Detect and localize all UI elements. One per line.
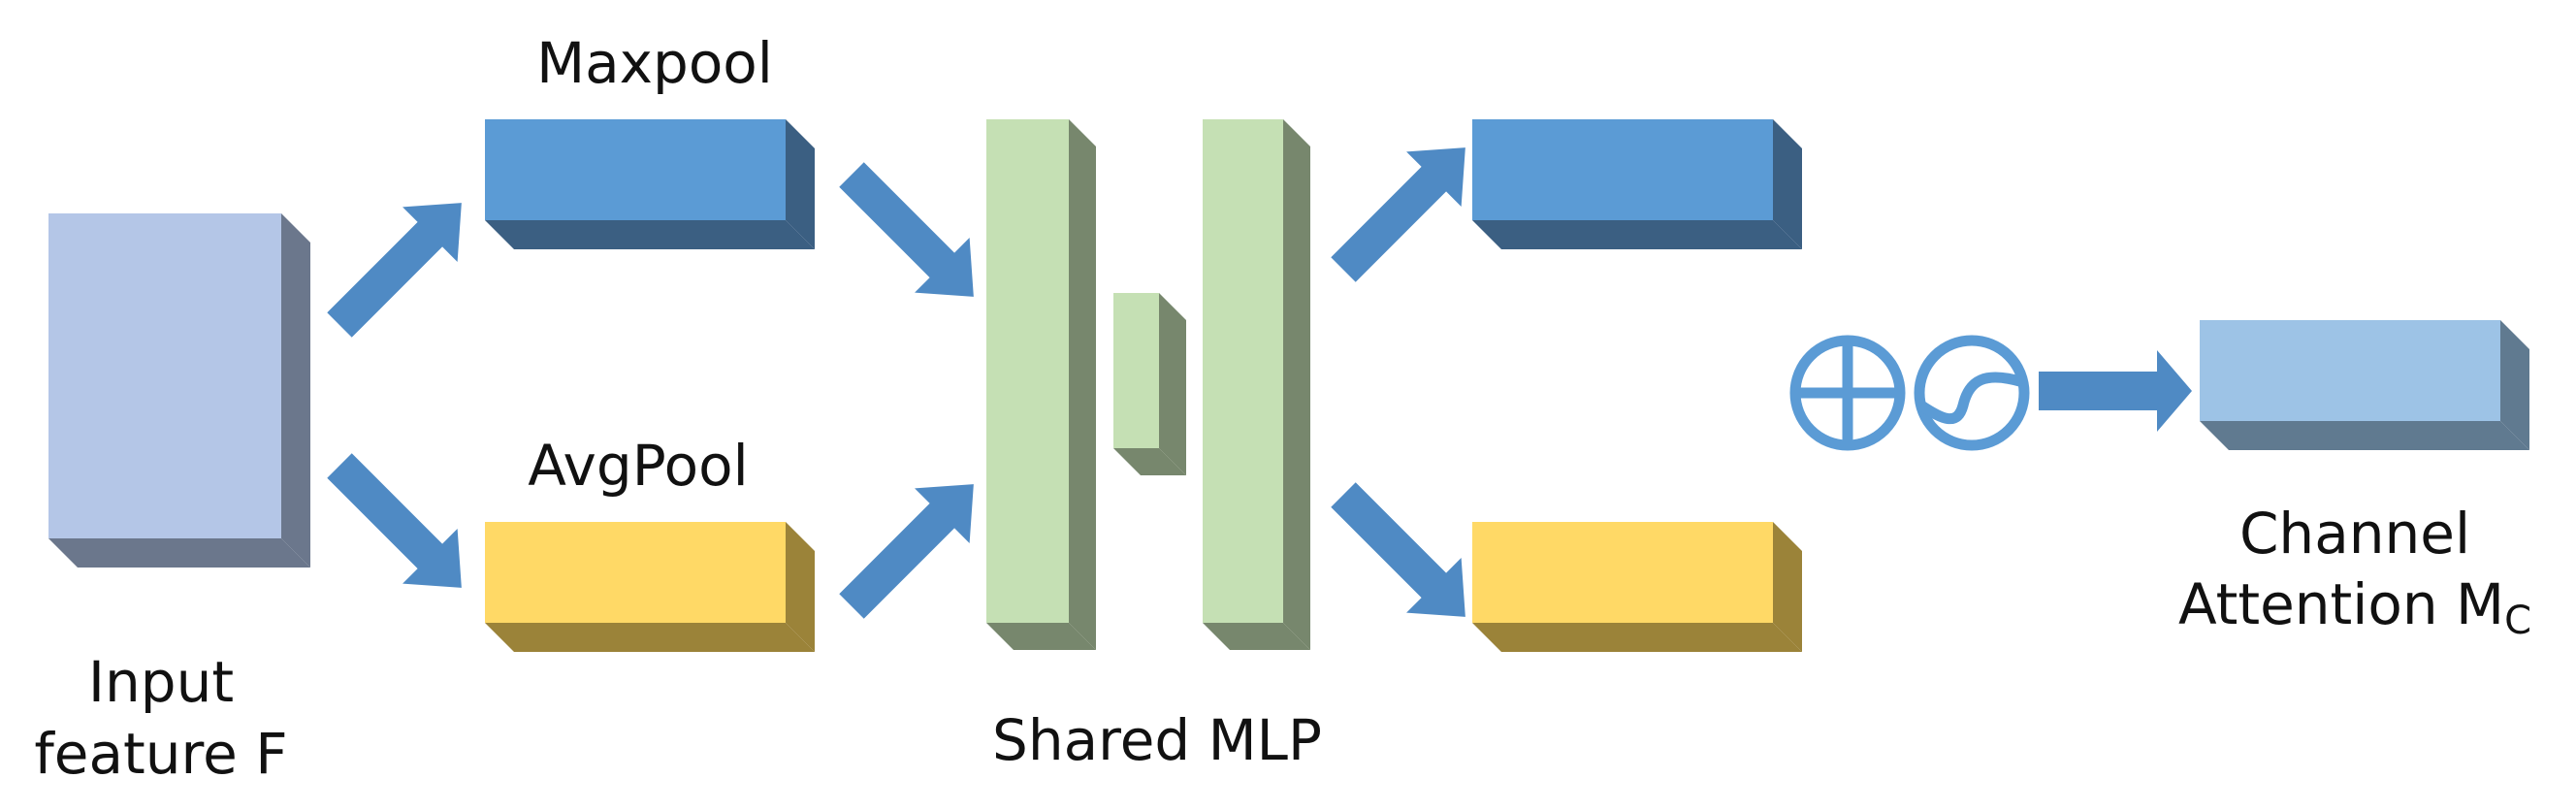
shared-mlp-layer-2-face [1203,119,1283,623]
channel-attention-label-line2: Attention MC [2178,571,2531,643]
channel-attention-block-side [2500,320,2529,450]
mlp-output-avg-block [1472,522,1802,652]
arrow-avgpool-to-mlp [839,484,974,619]
maxpool-block-face [485,119,786,220]
mlp-output-max-block-bottom [1472,220,1802,249]
input-feature-block-bottom [48,538,310,568]
input-label-line2: feature F [34,721,287,787]
channel-attention-block [2200,320,2529,450]
mlp-output-max-block-side [1773,119,1802,249]
sigmoid-operator-icon-curve [1917,372,2025,425]
sigmoid-operator-icon-ring [1914,335,2030,451]
input-feature-block [48,213,310,568]
flow-arrows [327,147,2192,619]
sum-operator-icon [1789,335,1906,451]
channel-attention-block-face [2200,320,2500,421]
arrow-maxpool-to-mlp [839,162,974,297]
shared-mlp-hidden-layer-bottom [1113,448,1186,475]
avgpool-block-side [786,522,815,652]
shared-mlp-layer-2-side [1283,119,1310,650]
shared-mlp-hidden-layer-face [1113,293,1159,448]
shared-mlp-layer-1-bottom [986,623,1096,650]
arrow-mlp-to-avg-output [1331,482,1465,617]
channel-attention-label-subscript: C [2504,599,2531,643]
maxpool-block-bottom [485,220,815,249]
maxpool-block-side [786,119,815,249]
arrow-sigmoid-to-attention [2039,350,2192,432]
avgpool-block-face [485,522,786,623]
avgpool-block-bottom [485,623,815,652]
input-feature-block-side [281,213,310,568]
channel-attention-label-line1: Channel [2239,501,2470,567]
mlp-output-avg-block-side [1773,522,1802,652]
arrow-mlp-to-max-output [1331,147,1465,282]
shared-mlp-layer-2 [1203,119,1310,650]
mlp-output-max-block-face [1472,119,1773,220]
shared-mlp-layer-1-side [1069,119,1096,650]
arrow-input-to-avgpool [327,453,462,588]
channel-attention-label-main: Attention M [2178,571,2504,637]
input-label-line1: Input [88,649,234,715]
shared-mlp-layer-1-face [986,119,1069,623]
shared-mlp-label: Shared MLP [992,707,1322,773]
mlp-output-avg-block-face [1472,522,1773,623]
channel-attention-block-bottom [2200,421,2529,450]
maxpool-block [485,119,815,249]
mlp-output-max-block [1472,119,1802,249]
input-feature-block-face [48,213,281,538]
avgpool-label: AvgPool [528,433,748,499]
sigmoid-operator-icon [1914,335,2030,451]
shared-mlp-layer-1 [986,119,1096,650]
shared-mlp-hidden-layer-side [1159,293,1186,475]
shared-mlp-layer-2-bottom [1203,623,1310,650]
arrow-input-to-maxpool [327,203,462,338]
maxpool-label: Maxpool [536,30,773,96]
shared-mlp-hidden-layer [1113,293,1186,475]
mlp-output-avg-block-bottom [1472,623,1802,652]
avgpool-block [485,522,815,652]
